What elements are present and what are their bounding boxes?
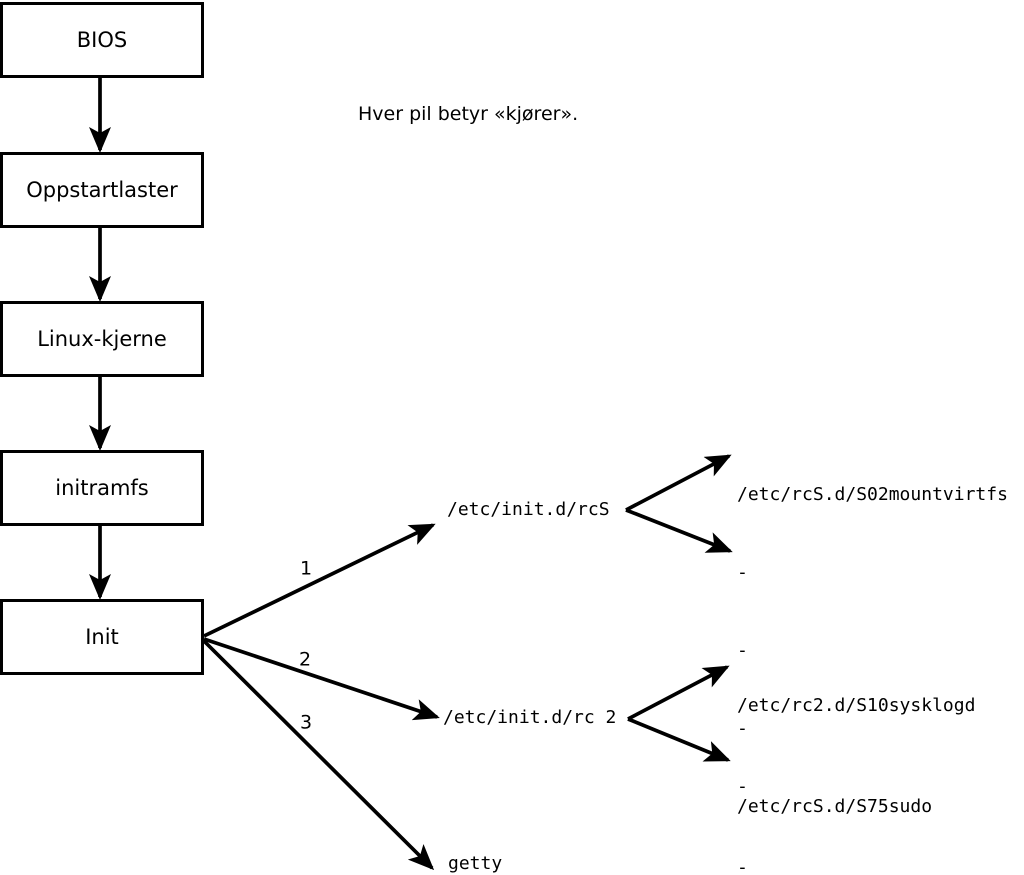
branch-3-target: getty xyxy=(448,853,503,874)
script-line: /etc/rcS.d/S02mountvirtfs xyxy=(737,484,1008,505)
box-initramfs-label: initramfs xyxy=(55,475,149,500)
branch-1-target: /etc/init.d/rcS xyxy=(447,499,610,520)
box-bios-label: BIOS xyxy=(76,27,128,52)
box-oppstartlaster-label: Oppstartlaster xyxy=(26,177,178,202)
branch-1-number: 1 xyxy=(299,557,313,580)
box-bios: BIOS xyxy=(0,2,204,78)
script-line: /etc/rcS.d/S75sudo xyxy=(737,796,933,817)
arrow-rcS-to-last-script xyxy=(625,508,733,553)
script-line: - xyxy=(737,857,748,875)
branch-1-scripts: /etc/rcS.d/S02mountvirtfs - - - /etc/rcS… xyxy=(737,430,1008,872)
branch-3-number: 3 xyxy=(299,711,313,734)
branch-2-scripts: /etc/rc2.d/S10sysklogd - - - /etc/rc2.d/… xyxy=(737,638,975,875)
script-line: - xyxy=(737,776,748,797)
box-init-label: Init xyxy=(85,624,119,649)
arrow-rc2-to-first-script xyxy=(627,665,730,721)
arrow-init-to-getty xyxy=(202,639,435,871)
script-line: - xyxy=(737,562,748,583)
arrow-init-to-rcS xyxy=(203,523,436,638)
arrow-init-to-rc2 xyxy=(203,637,440,721)
branch-2-target: /etc/init.d/rc 2 xyxy=(443,707,617,728)
arrow-rcS-to-first-script xyxy=(625,454,732,512)
arrow-rc2-to-last-script xyxy=(627,717,731,762)
script-line: /etc/rc2.d/S10sysklogd xyxy=(737,695,976,716)
box-linux-kjerne: Linux-kjerne xyxy=(0,301,204,377)
box-oppstartlaster: Oppstartlaster xyxy=(0,152,204,228)
script-line: - xyxy=(737,640,748,661)
note-text: Hver pil betyr «kjører». xyxy=(358,103,579,125)
branch-2-number: 2 xyxy=(298,648,312,671)
box-initramfs: initramfs xyxy=(0,450,204,526)
box-linux-kjerne-label: Linux-kjerne xyxy=(37,326,167,351)
box-init: Init xyxy=(0,599,204,675)
script-line: - xyxy=(737,718,748,739)
